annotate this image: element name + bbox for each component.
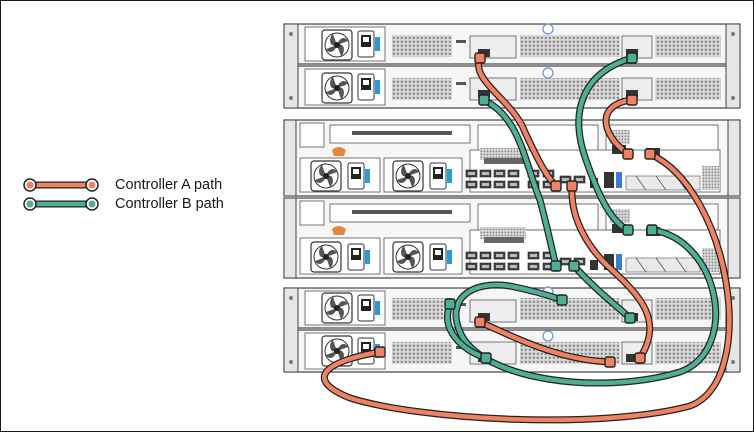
legend-item-controller-a: Controller A path bbox=[22, 176, 282, 195]
legend-item-controller-b: Controller B path bbox=[22, 195, 282, 214]
disk-shelf-1 bbox=[283, 23, 741, 109]
cable-a-ctrlA-to-shelf2-connector-end bbox=[634, 352, 646, 364]
cable-a-ctrlA-long-loop-connector-start bbox=[644, 148, 656, 160]
cable-b-shelf1-bottom-to-ctrlA-connector-end bbox=[550, 260, 562, 272]
cable-b-ctrlB-loop-connector-end bbox=[556, 294, 568, 306]
cable-b-shelf2-bottom bbox=[444, 300, 490, 362]
cable-a-shelf1-top-to-ctrlA-connector-start bbox=[474, 52, 486, 64]
cable-b-shelf2-bottom-connector-start bbox=[480, 352, 492, 364]
legend-label-controller-a: Controller A path bbox=[115, 177, 223, 193]
cable-b-shelf1-top-to-ctrlB bbox=[575, 54, 636, 234]
cable-a-shelf1-bottom-to-ctrlA-connector-end bbox=[622, 148, 634, 160]
cable-b-shelf2-bottom-connector-end bbox=[444, 298, 456, 310]
cable-a-shelf1-top-to-ctrlA-connector-end bbox=[550, 180, 562, 192]
cable-b-shelf1-bottom-to-ctrlA-connector-start bbox=[478, 94, 490, 106]
cable-a-shelf1-bottom-to-ctrlA bbox=[602, 96, 636, 158]
cable-b-shelf1-top-to-ctrlB-connector-end bbox=[622, 224, 634, 236]
cable-b-shelf1-top-to-ctrlB-connector-start bbox=[626, 52, 638, 64]
cable-b-ctrlB-to-shelf2-connector-end bbox=[624, 312, 636, 324]
cable-b-ctrlB-to-shelf2-connector-start bbox=[568, 260, 580, 272]
cable-b-shelf1-bottom-to-ctrlA bbox=[480, 96, 560, 270]
cable-b-ctrlB-loop-connector-start bbox=[646, 224, 658, 236]
controller-a-cable-icon bbox=[23, 178, 99, 192]
cable-b-ctrlB-loop bbox=[452, 226, 719, 387]
cable-a-ctrlA-long-loop bbox=[320, 150, 733, 424]
legend: Controller A path Controller B path bbox=[22, 176, 282, 214]
controller-b-cable-icon bbox=[23, 197, 99, 211]
cable-a-ctrlA-long-loop-connector-end bbox=[374, 346, 386, 358]
cable-a-shelf1-bottom-to-ctrlA-connector-start bbox=[626, 94, 638, 106]
cable-a-shelf2-top-connector-start bbox=[474, 316, 486, 328]
legend-label-controller-b: Controller B path bbox=[115, 196, 224, 212]
cable-a-ctrlA-to-shelf2-connector-start bbox=[566, 180, 578, 192]
cable-a-shelf1-top-to-ctrlA bbox=[475, 54, 560, 190]
cable-a-shelf2-top-connector-end bbox=[604, 356, 616, 368]
cables bbox=[320, 52, 733, 424]
cable-a-ctrlA-to-shelf2 bbox=[568, 182, 654, 362]
cable-a-shelf2-top bbox=[476, 318, 614, 366]
